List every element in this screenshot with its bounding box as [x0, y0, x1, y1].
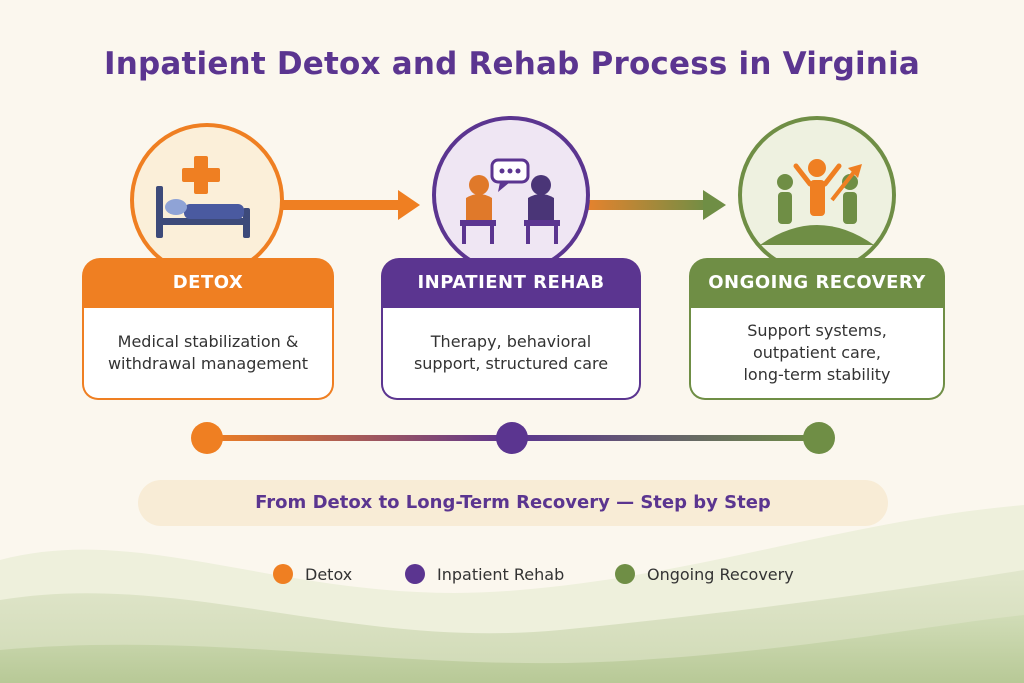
legend-label: Inpatient Rehab [437, 564, 565, 584]
legend-label: Ongoing Recovery [647, 564, 794, 584]
timeline-dot-recovery [803, 422, 835, 454]
step-description-line: long-term stability [743, 365, 891, 384]
legend: Detox Inpatient Rehab Ongoing Recovery [0, 562, 1024, 586]
step-header-ongoing-recovery: ONGOING RECOVERY [689, 258, 945, 308]
group-celebration-icon [738, 116, 896, 274]
step-description-detox: Medical stabilization & withdrawal manag… [82, 308, 334, 400]
legend-item-detox: Detox [273, 562, 352, 586]
step-description-line: outpatient care, [753, 343, 881, 362]
legend-dot-icon [615, 564, 635, 584]
legend-dot-icon [273, 564, 293, 584]
step-description-line: support, structured care [413, 354, 609, 373]
summary-banner: From Detox to Long-Term Recovery — Step … [138, 480, 888, 526]
arrow-detox-to-rehab [278, 190, 420, 220]
page-title: Inpatient Detox and Rehab Process in Vir… [103, 46, 921, 82]
step-header-inpatient-rehab: INPATIENT REHAB [381, 258, 641, 308]
step-header-detox: DETOX [82, 258, 334, 308]
step-description-line: Medical stabilization & [117, 332, 299, 351]
legend-dot-icon [405, 564, 425, 584]
legend-label: Detox [305, 564, 353, 584]
hospital-bed-icon [130, 123, 284, 277]
legend-item-ongoing-recovery: Ongoing Recovery [615, 562, 794, 586]
step-description-line: withdrawal management [107, 354, 309, 373]
step-description-inpatient-rehab: Therapy, behavioral support, structured … [381, 308, 641, 400]
step-description-line: Therapy, behavioral [430, 332, 592, 351]
step-description-ongoing-recovery: Support systems, outpatient care, long-t… [689, 308, 945, 400]
step-description-line: Support systems, [747, 321, 887, 340]
legend-item-inpatient-rehab: Inpatient Rehab [405, 562, 564, 586]
timeline-dot-detox [191, 422, 223, 454]
therapy-session-icon [432, 116, 590, 274]
timeline-dot-rehab [496, 422, 528, 454]
progress-timeline [191, 422, 835, 454]
arrow-rehab-to-recovery [585, 190, 726, 220]
